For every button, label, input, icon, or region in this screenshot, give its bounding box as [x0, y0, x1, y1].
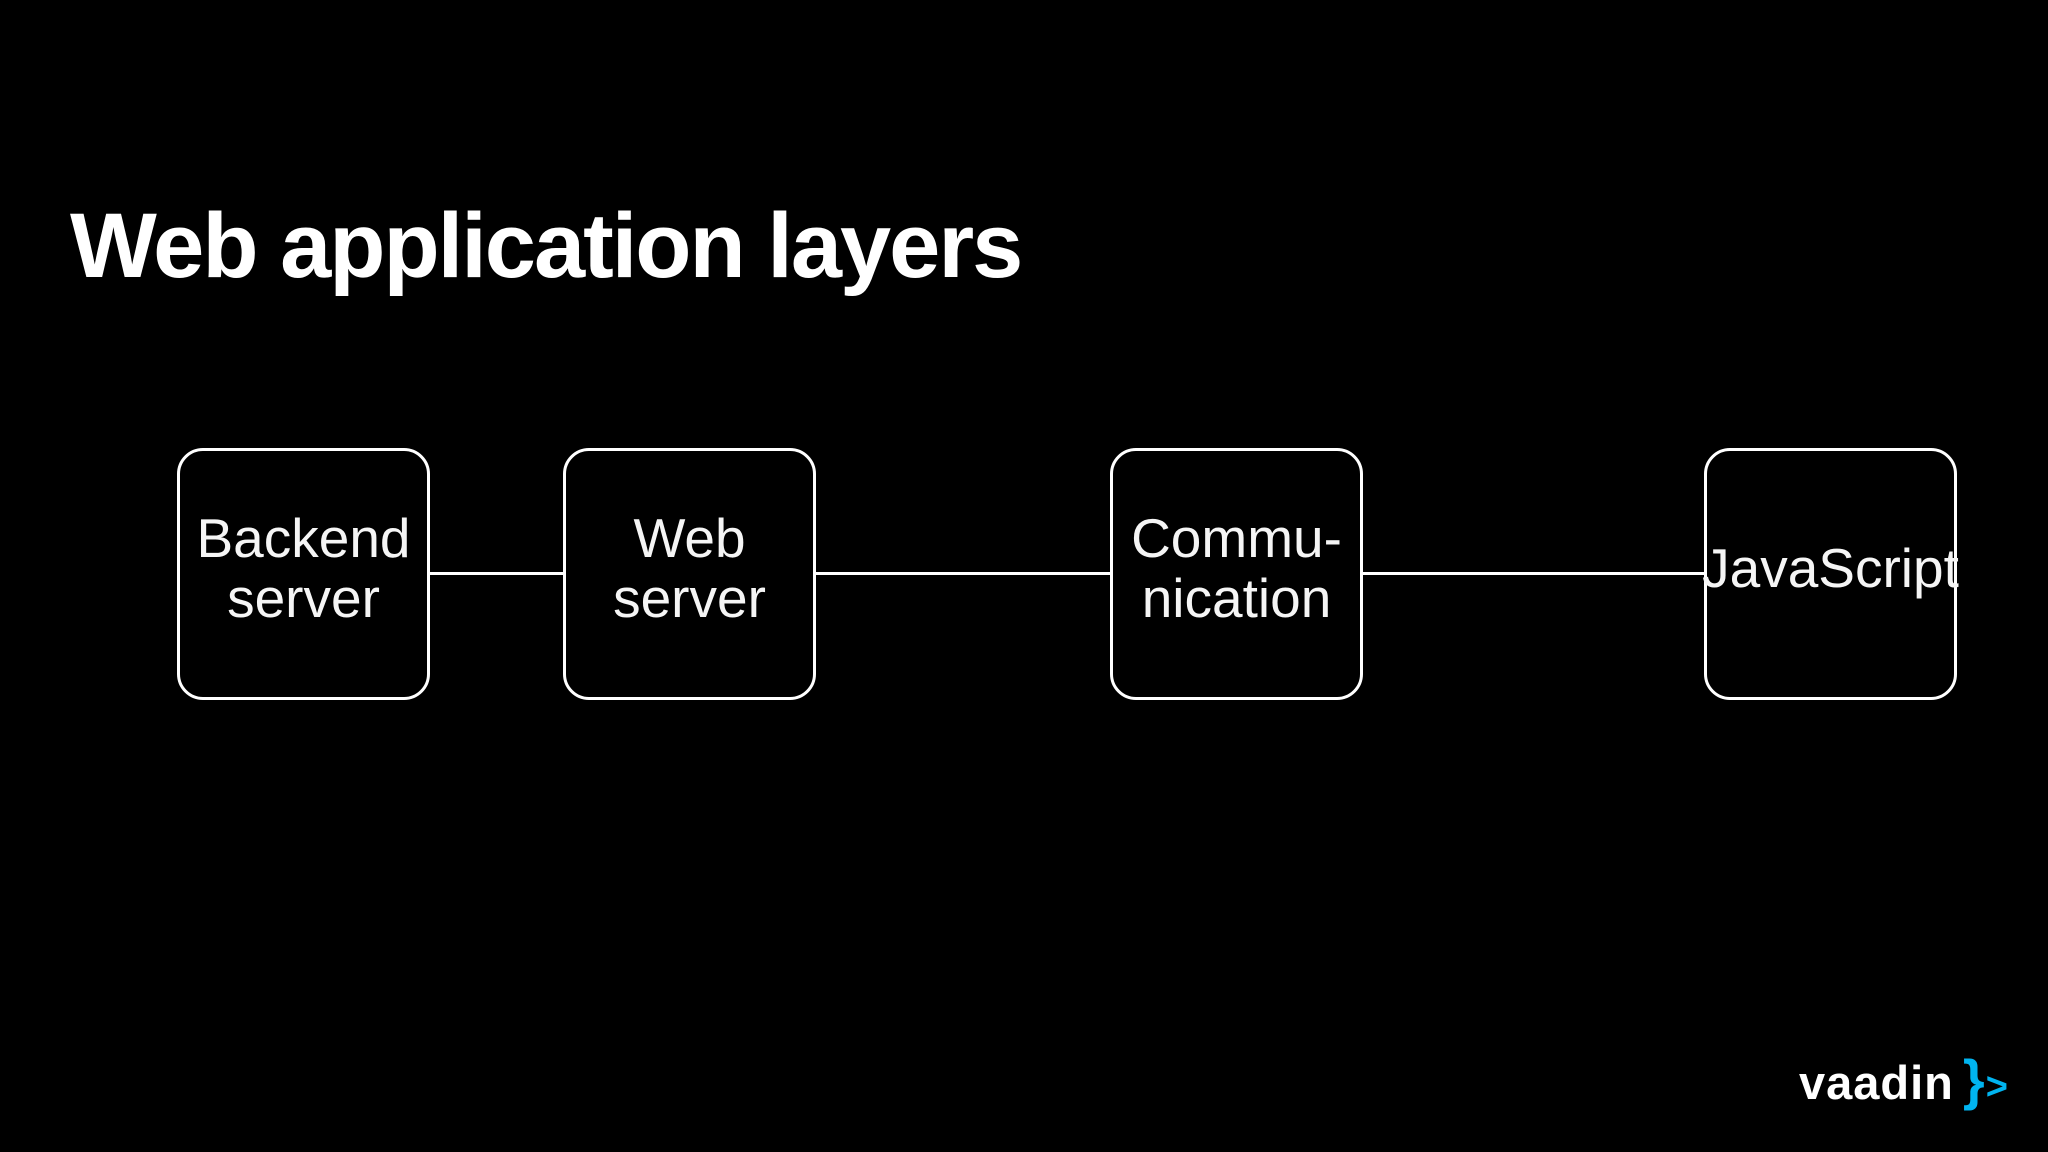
- connector-communication-to-javascript: [1362, 572, 1706, 575]
- connector-webserver-to-communication: [815, 572, 1112, 575]
- connector-backend-to-webserver: [429, 572, 565, 575]
- vaadin-logo-wordmark: vaadin: [1799, 1056, 1954, 1109]
- node-label-communication: Commu- nication: [1131, 507, 1342, 629]
- vaadin-chevron-icon: >: [1985, 1066, 2008, 1108]
- vaadin-brace-icon: }: [1962, 1048, 1985, 1111]
- node-label-javascript: JavaScript: [1702, 537, 1959, 599]
- slide-title: Web application layers: [70, 194, 1023, 297]
- diagram-node-backend-server: Backend server: [177, 448, 430, 700]
- diagram-node-web-server: Web server: [563, 448, 816, 700]
- diagram-node-javascript: JavaScript: [1702, 448, 1959, 700]
- node-label-backend-server: Backend server: [196, 507, 411, 629]
- diagram-node-communication: Commu- nication: [1110, 448, 1363, 700]
- node-label-web-server: Web server: [613, 507, 766, 629]
- vaadin-logo: vaadin } >: [1799, 1048, 2008, 1111]
